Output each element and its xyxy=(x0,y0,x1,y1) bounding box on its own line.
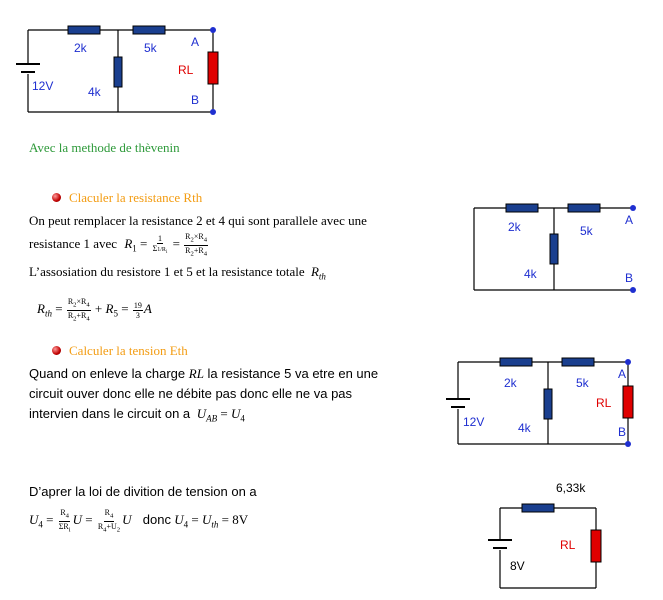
resistor-rl xyxy=(622,385,634,419)
label-5k: 5k xyxy=(580,224,594,238)
resistor-2k xyxy=(67,25,101,35)
bullet-icon xyxy=(52,193,61,202)
label-12v: 12V xyxy=(463,415,484,429)
circuit-diagram-3: 2k 5k 4k RL 12V A B xyxy=(446,357,634,447)
resistor-2k xyxy=(505,203,539,213)
label-a: A xyxy=(625,213,633,227)
label-b: B xyxy=(618,425,626,439)
label-rl: RL xyxy=(596,396,612,410)
label-b: B xyxy=(191,93,199,107)
step2-title-text: Calculer la tension Eth xyxy=(69,343,188,358)
label-4k: 4k xyxy=(518,421,532,435)
label-b: B xyxy=(625,271,633,285)
label-5k: 5k xyxy=(576,376,590,390)
resistor-5k xyxy=(567,203,601,213)
label-4k: 4k xyxy=(524,267,538,281)
para1-line3: L’assosiation du resistore 1 et 5 et la … xyxy=(29,264,326,282)
label-rl: RL xyxy=(178,63,194,77)
para1-line2-text: resistance 1 avec xyxy=(29,236,118,252)
label-rl: RL xyxy=(560,538,576,552)
step2-title: Calculer la tension Eth xyxy=(52,342,188,360)
bullet-icon xyxy=(52,346,61,355)
label-2k: 2k xyxy=(508,220,522,234)
donc-text: donc xyxy=(142,512,171,528)
para2-line3-text: intervien dans le circuit on a xyxy=(29,406,191,421)
circuit-diagram-4: 6,33k RL 8V xyxy=(488,481,602,589)
para2-line2: circuit ouver donc elle ne débite pas do… xyxy=(29,386,353,401)
step1-title: Claculer la resistance Rth xyxy=(52,189,202,207)
label-6-33k: 6,33k xyxy=(556,481,586,495)
para2-line1: Quand on enleve la charge RL la resistan… xyxy=(29,366,379,381)
resistor-4k xyxy=(543,388,553,420)
para3-line1: D’aprer la loi de divition de tension on… xyxy=(29,484,257,499)
label-2k: 2k xyxy=(504,376,518,390)
result-value: = 8V xyxy=(221,512,249,528)
resistor-6-33k xyxy=(521,503,555,513)
label-8v: 8V xyxy=(510,559,525,573)
circuit-diagram-1: 2k 5k 4k RL 12V A B xyxy=(16,25,219,115)
para1-line3-text: L’assosiation du resistore 1 et 5 et la … xyxy=(29,264,305,279)
para2-line3: intervien dans le circuit on a UAB = U4 xyxy=(29,406,245,424)
label-a: A xyxy=(191,35,199,49)
label-2k: 2k xyxy=(74,41,88,55)
label-12v: 12V xyxy=(32,79,53,93)
para2-line1-b: la resistance 5 va etre en une xyxy=(207,366,379,381)
resistor-4k xyxy=(113,56,123,88)
circuit-diagram-2: 2k 5k 4k A B xyxy=(473,203,636,293)
resistor-5k xyxy=(561,357,595,367)
resistor-4k xyxy=(549,233,559,265)
resistor-2k xyxy=(499,357,533,367)
para2-line1-a: Quand on enleve la charge xyxy=(29,366,186,381)
para1-line1: On peut remplacer la resistance 2 et 4 q… xyxy=(29,213,367,228)
resistor-rl xyxy=(207,51,219,85)
step1-title-text: Claculer la resistance Rth xyxy=(69,190,203,205)
resistor-5k xyxy=(132,25,166,35)
heading-thevenin: Avec la methode de thèvenin xyxy=(29,140,180,155)
resistor-rl xyxy=(590,529,602,563)
label-4k: 4k xyxy=(88,85,102,99)
label-5k: 5k xyxy=(144,41,158,55)
label-a: A xyxy=(618,367,626,381)
